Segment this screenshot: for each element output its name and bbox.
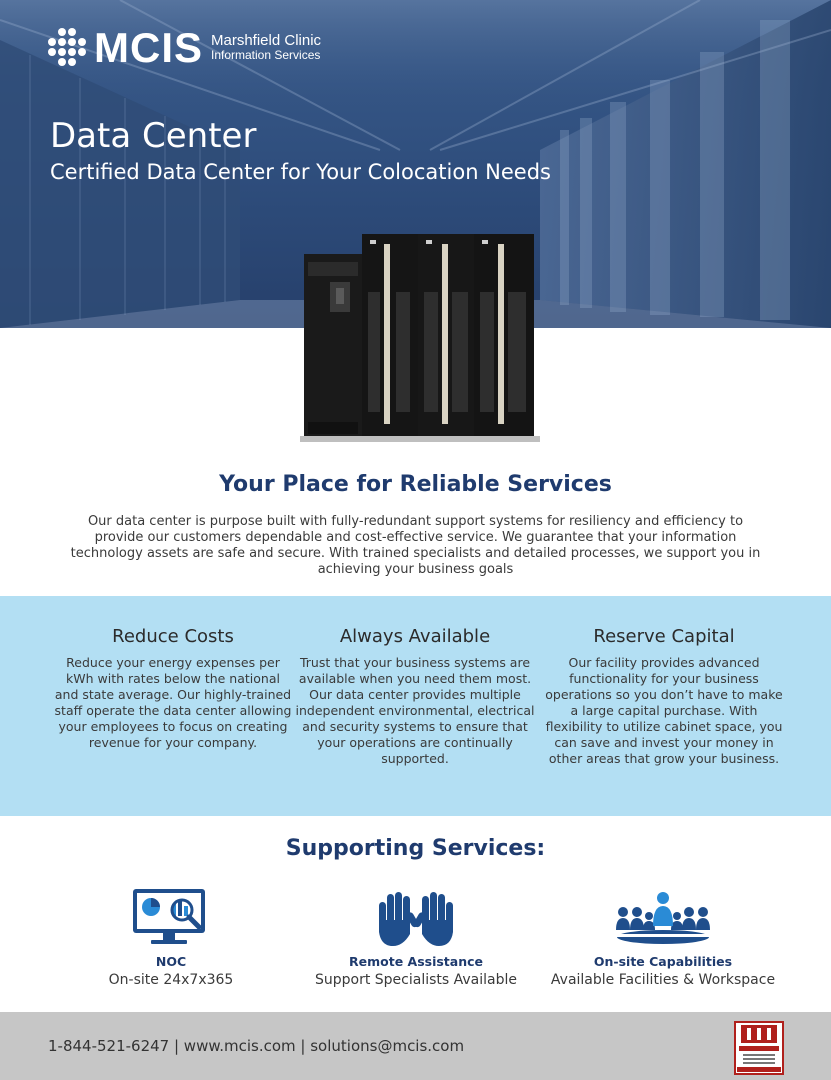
- benefit-body: Trust that your business systems are ava…: [295, 655, 535, 766]
- benefit-body: Reduce your energy expenses per kWh with…: [54, 655, 292, 750]
- services-heading: Supporting Services:: [285, 836, 546, 861]
- benefit-reserve-capital: Reserve Capital Our facility provides ad…: [544, 626, 784, 767]
- org-line-2: Information Services: [211, 48, 321, 62]
- logo-mark-icon: [48, 28, 88, 68]
- intro-paragraph: Our data center is purpose built with fu…: [70, 514, 761, 577]
- benefit-title: Reserve Capital: [593, 626, 735, 647]
- benefit-body: Our facility provides advanced functiona…: [545, 655, 783, 766]
- contact-info: 1-844-521-6247 | www.mcis.com | solution…: [48, 1037, 465, 1055]
- benefits-band: Reduce Costs Reduce your energy expenses…: [0, 596, 831, 816]
- benefit-always-available: Always Available Trust that your busines…: [295, 626, 535, 767]
- page-subtitle: Certified Data Center for Your Colocatio…: [50, 160, 551, 184]
- mcis-logo: MCIS Marshfield Clinic Information Servi…: [48, 24, 322, 71]
- page-title: Data Center: [50, 116, 257, 156]
- logo-organization-name: Marshfield Clinic Information Services: [211, 32, 322, 62]
- footer-bar: 1-844-521-6247 | www.mcis.com | solution…: [0, 1012, 831, 1080]
- service-remote-assistance: Remote Assistance Support Specialists Av…: [291, 878, 541, 988]
- logo-wordmark: MCIS: [94, 24, 203, 71]
- benefit-reduce-costs: Reduce Costs Reduce your energy expenses…: [53, 626, 293, 751]
- intro-heading: Your Place for Reliable Services: [219, 472, 612, 497]
- service-name: NOC: [155, 954, 187, 969]
- service-description: Support Specialists Available: [314, 972, 518, 988]
- service-name: On-site Capabilities: [593, 954, 733, 969]
- hero-banner: MCIS Marshfield Clinic Information Servi…: [0, 0, 831, 328]
- service-description: On-site 24x7x365: [108, 972, 234, 988]
- server-racks-image: [300, 234, 540, 442]
- service-noc: NOC On-site 24x7x365: [46, 878, 296, 988]
- service-description: Available Facilities & Workspace: [550, 972, 776, 988]
- org-line-1: Marshfield Clinic: [211, 32, 322, 49]
- service-onsite-capabilities: On-site Capabilities Available Facilitie…: [538, 878, 788, 988]
- tier-iii-badge-icon: [734, 1021, 784, 1075]
- service-name: Remote Assistance: [349, 954, 483, 969]
- benefit-title: Always Available: [339, 626, 491, 647]
- hands-icon: [379, 892, 453, 946]
- meeting-table-icon: [615, 892, 711, 944]
- benefit-title: Reduce Costs: [112, 626, 234, 647]
- monitor-analytics-icon: [133, 889, 205, 944]
